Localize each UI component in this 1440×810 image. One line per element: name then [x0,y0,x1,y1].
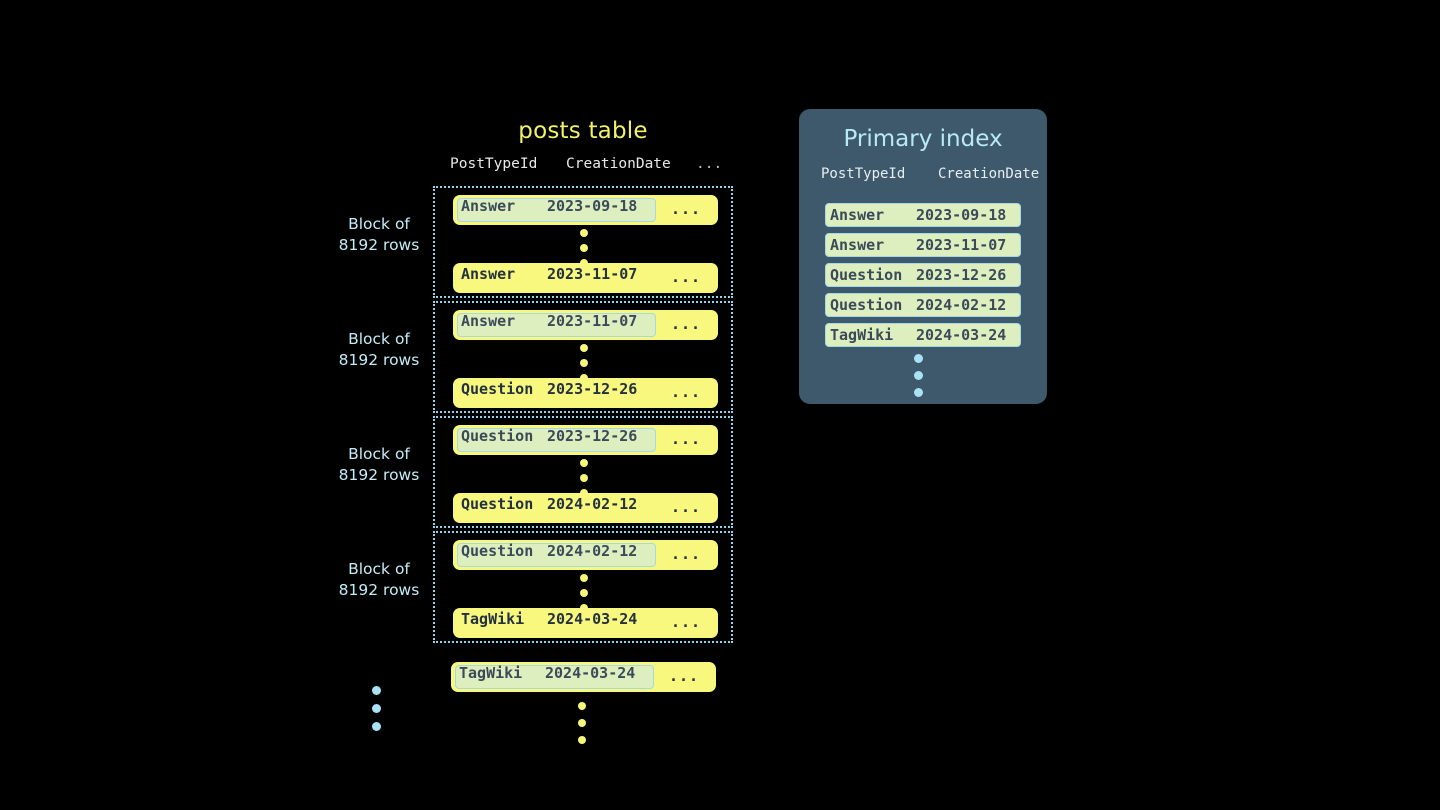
blocks-continuation-dots [372,686,382,740]
block-label-line2: 8192 rows [338,236,420,254]
block-label-line1: Block of [348,560,410,578]
table-row[interactable]: Question 2023-12-26 ... [453,378,718,408]
cell-creation-date: 2023-11-07 [547,312,638,330]
index-cell-creation-date: 2023-11-07 [916,236,1007,254]
blocks-area: Block of 8192 rows Answer 2023-09-18 ...… [330,186,740,646]
posts-table-title: posts table [518,118,648,144]
block-group: Block of 8192 rows Answer 2023-09-18 ...… [330,186,740,298]
cell-post-type-id: Answer [461,265,516,283]
cell-creation-date: 2024-03-24 [545,664,636,682]
primary-index-rows: Answer 2023-09-18 Answer 2023-11-07 Ques… [825,203,1021,353]
block-label: Block of 8192 rows [330,559,428,601]
trailing-row-container: TagWiki 2024-03-24 ... [433,662,733,694]
block-label: Block of 8192 rows [330,214,428,256]
index-cell-post-type-id: TagWiki [830,326,894,344]
block-group: Block of 8192 rows Question 2024-02-12 .… [330,531,740,643]
cell-more-ellipsis: ... [671,430,702,448]
cell-creation-date: 2024-02-12 [547,542,638,560]
cell-post-type-id: TagWiki [459,664,523,682]
block-label-line1: Block of [348,215,410,233]
posts-table-column-headers: PostTypeId CreationDate ... [448,156,733,176]
column-header-creation-date: CreationDate [566,156,671,172]
vertical-ellipsis-dots [580,344,590,382]
cell-more-ellipsis: ... [671,498,702,516]
vertical-ellipsis-dots [580,574,590,612]
block-label-line1: Block of [348,445,410,463]
block-label-line2: 8192 rows [338,581,420,599]
cell-post-type-id: Question [461,495,534,513]
row-highlight-box [457,428,656,452]
column-header-more-ellipsis: ... [696,156,723,172]
cell-creation-date: 2023-12-26 [547,380,638,398]
index-cell-post-type-id: Question [830,266,903,284]
index-cell-creation-date: 2024-02-12 [916,296,1007,314]
index-row[interactable]: Answer 2023-09-18 [825,203,1021,227]
table-row[interactable]: TagWiki 2024-03-24 ... [453,608,718,638]
cell-post-type-id: Answer [461,312,516,330]
cell-creation-date: 2024-02-12 [547,495,638,513]
cell-more-ellipsis: ... [671,268,702,286]
row-highlight-box [457,198,656,222]
index-continuation-dots [914,354,924,405]
table-row[interactable]: TagWiki 2024-03-24 ... [451,662,716,692]
block-frame: Answer 2023-11-07 ... Question 2023-12-2… [433,301,733,413]
block-frame: Answer 2023-09-18 ... Answer 2023-11-07 … [433,186,733,298]
index-cell-post-type-id: Question [830,296,903,314]
block-frame: Question 2023-12-26 ... Question 2024-02… [433,416,733,528]
block-label-line2: 8192 rows [338,466,420,484]
table-row[interactable]: Answer 2023-11-07 ... [453,263,718,293]
table-row[interactable]: Question 2024-02-12 ... [453,540,718,570]
cell-more-ellipsis: ... [671,545,702,563]
table-row[interactable]: Answer 2023-09-18 ... [453,195,718,225]
column-header-post-type-id: PostTypeId [450,156,538,172]
cell-creation-date: 2023-11-07 [547,265,638,283]
cell-more-ellipsis: ... [671,383,702,401]
cell-post-type-id: Answer [461,197,516,215]
primary-index-title: Primary index [843,126,1003,152]
block-label-line2: 8192 rows [338,351,420,369]
table-row[interactable]: Answer 2023-11-07 ... [453,310,718,340]
index-cell-post-type-id: Answer [830,206,885,224]
cell-post-type-id: Question [461,380,534,398]
vertical-ellipsis-dots [580,459,590,497]
index-row[interactable]: TagWiki 2024-03-24 [825,323,1021,347]
table-continuation-dots [578,702,588,753]
block-label: Block of 8192 rows [330,329,428,371]
index-column-header-creation-date: CreationDate [938,166,1040,182]
row-highlight-box [457,543,656,567]
index-row[interactable]: Question 2024-02-12 [825,293,1021,317]
cell-creation-date: 2024-03-24 [547,610,638,628]
index-column-header-post-type-id: PostTypeId [821,166,906,182]
cell-post-type-id: Question [461,427,534,445]
index-cell-creation-date: 2023-09-18 [916,206,1007,224]
block-label: Block of 8192 rows [330,444,428,486]
index-cell-creation-date: 2023-12-26 [916,266,1007,284]
primary-index-panel: Primary index PostTypeId CreationDate An… [799,109,1047,404]
cell-creation-date: 2023-09-18 [547,197,638,215]
cell-creation-date: 2023-12-26 [547,427,638,445]
posts-table-section: posts table PostTypeId CreationDate ... … [330,118,740,744]
index-cell-creation-date: 2024-03-24 [916,326,1007,344]
table-row[interactable]: Question 2024-02-12 ... [453,493,718,523]
cell-more-ellipsis: ... [671,613,702,631]
index-row[interactable]: Answer 2023-11-07 [825,233,1021,257]
cell-post-type-id: TagWiki [461,610,525,628]
block-frame: Question 2024-02-12 ... TagWiki 2024-03-… [433,531,733,643]
index-cell-post-type-id: Answer [830,236,885,254]
table-row[interactable]: Question 2023-12-26 ... [453,425,718,455]
row-highlight-box [455,665,654,689]
cell-more-ellipsis: ... [671,315,702,333]
cell-more-ellipsis: ... [671,200,702,218]
block-group: Block of 8192 rows Answer 2023-11-07 ...… [330,301,740,413]
primary-index-column-headers: PostTypeId CreationDate [821,166,1039,186]
cell-more-ellipsis: ... [669,667,700,685]
index-row[interactable]: Question 2023-12-26 [825,263,1021,287]
vertical-ellipsis-dots [580,229,590,267]
cell-post-type-id: Question [461,542,534,560]
block-label-line1: Block of [348,330,410,348]
block-group: Block of 8192 rows Question 2023-12-26 .… [330,416,740,528]
row-highlight-box [457,313,656,337]
